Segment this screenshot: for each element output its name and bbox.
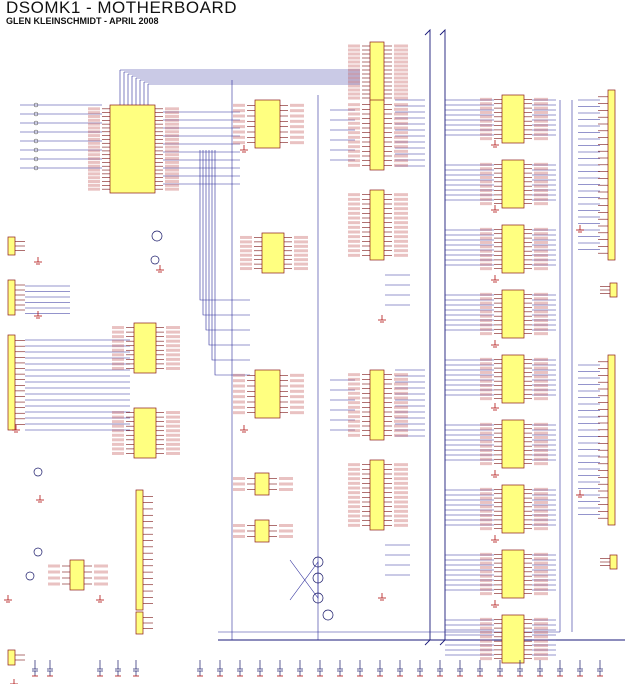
connector-right-top — [598, 89, 616, 261]
ic-mux-center — [240, 232, 308, 274]
ic-output-5 — [480, 354, 548, 404]
capacitor — [47, 660, 53, 677]
capacitor — [477, 660, 483, 677]
led — [25, 571, 35, 581]
ic-memory-4 — [348, 369, 408, 441]
ground-symbol — [491, 403, 499, 411]
capacitor — [597, 660, 603, 677]
ground-symbol — [491, 470, 499, 478]
transistor — [151, 230, 163, 242]
ground-symbol — [156, 265, 164, 273]
ground-symbol — [10, 679, 18, 684]
led — [33, 547, 43, 557]
ground-symbol — [491, 205, 499, 213]
ground-symbol — [240, 145, 248, 153]
ground-symbol — [491, 340, 499, 348]
ic-latch-top — [233, 99, 304, 149]
ic-regulator-2 — [233, 519, 293, 543]
ic-driver-left-1 — [112, 322, 180, 374]
ic-small-bottom-left — [48, 559, 108, 591]
ground-symbol — [96, 595, 104, 603]
ground-symbol — [491, 535, 499, 543]
capacitor — [357, 660, 363, 677]
capacitor — [577, 660, 583, 677]
ground-symbol — [576, 225, 584, 233]
ground-symbol — [34, 257, 42, 265]
capacitor — [557, 660, 563, 677]
connector-bottom-center — [135, 489, 153, 611]
connector-left-1 — [7, 236, 25, 256]
capacitor — [277, 660, 283, 677]
schematic-title: DSOMK1 - MOTHERBOARD — [6, 0, 238, 17]
led — [33, 467, 43, 477]
ic-driver-left-2 — [112, 407, 180, 459]
ground-symbol — [34, 311, 42, 319]
capacitor — [377, 660, 383, 677]
capacitor — [197, 660, 203, 677]
capacitor — [517, 660, 523, 677]
ic-output-3 — [480, 224, 548, 274]
ic-memory-1 — [348, 41, 408, 103]
ic-latch-lower — [233, 369, 304, 419]
ground-symbol — [12, 425, 20, 433]
ground-symbol — [240, 425, 248, 433]
connector-power — [7, 649, 25, 666]
connector-right-small-2 — [600, 554, 618, 570]
decoupling-capacitors — [32, 660, 603, 677]
capacitor — [437, 660, 443, 677]
capacitor — [297, 660, 303, 677]
microcontroller-main — [88, 104, 179, 194]
capacitor — [217, 660, 223, 677]
capacitor — [97, 660, 103, 677]
ic-output-1 — [480, 94, 548, 144]
capacitor — [237, 660, 243, 677]
ic-output-2 — [480, 159, 548, 209]
transistor — [312, 592, 324, 604]
ground-symbol — [378, 593, 386, 601]
connector-bottom-small — [135, 611, 153, 635]
ic-output-6 — [480, 419, 548, 469]
capacitor — [537, 660, 543, 677]
connector-right-small-1 — [600, 282, 618, 298]
capacitor — [497, 660, 503, 677]
wiring-layer — [20, 28, 625, 656]
transistor — [312, 572, 324, 584]
component-layer — [7, 41, 618, 666]
capacitor — [257, 660, 263, 677]
connector-left-2 — [7, 279, 25, 316]
ground-symbol — [378, 315, 386, 323]
ic-memory-2 — [348, 99, 408, 171]
ic-output-7 — [480, 484, 548, 534]
transistor — [312, 556, 324, 568]
capacitor — [133, 660, 139, 677]
connector-left-3 — [7, 334, 25, 431]
capacitor — [337, 660, 343, 677]
ic-regulator-1 — [233, 472, 293, 496]
ic-memory-5 — [348, 459, 408, 531]
led — [150, 255, 160, 265]
schematic-author-date: GLEN KLEINSCHMIDT - APRIL 2008 — [6, 16, 159, 26]
ic-output-8 — [480, 549, 548, 599]
ground-symbol — [36, 495, 44, 503]
capacitor — [32, 660, 38, 677]
transistor — [322, 609, 334, 621]
ground-symbol — [491, 275, 499, 283]
capacitor — [397, 660, 403, 677]
ground-symbol — [4, 595, 12, 603]
capacitor — [457, 660, 463, 677]
ground-symbols — [4, 140, 584, 684]
capacitor — [115, 660, 121, 677]
ground-symbol — [576, 490, 584, 498]
capacitor — [417, 660, 423, 677]
connector-right-bottom — [598, 354, 616, 526]
ground-symbol — [491, 140, 499, 148]
ic-output-9 — [480, 614, 548, 664]
ic-output-4 — [480, 289, 548, 339]
ic-memory-3 — [348, 189, 408, 261]
ground-symbol — [491, 600, 499, 608]
capacitor — [317, 660, 323, 677]
